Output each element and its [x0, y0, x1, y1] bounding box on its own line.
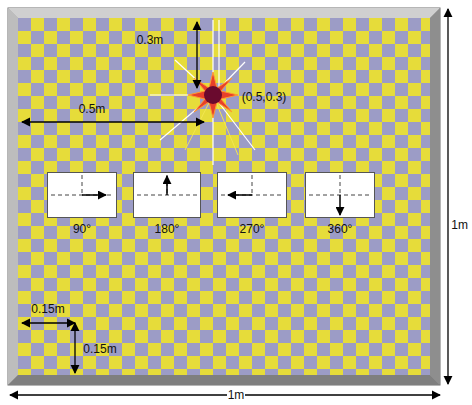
- frame-bevel: [430, 8, 440, 385]
- arena-frame: [8, 8, 440, 385]
- angle-label: 360°: [305, 222, 375, 236]
- light-source: [204, 86, 222, 104]
- checkerboard-floor: [18, 18, 430, 375]
- dimension-label: 1m: [227, 388, 246, 402]
- light-star: [188, 72, 238, 118]
- angle-label: 180°: [133, 222, 201, 236]
- dimension-label: 0.15m: [82, 342, 117, 356]
- dimension-arrows: [10, 9, 448, 395]
- target-card: 360°: [305, 172, 375, 236]
- card-guides: [51, 175, 113, 195]
- target-card: 90°: [47, 172, 117, 236]
- direction-arrow: [82, 194, 106, 196]
- card-rect: [48, 173, 117, 218]
- card-outline: [133, 172, 201, 218]
- light-rays: [150, 20, 255, 165]
- dimension-label: 0.15m: [30, 302, 65, 316]
- direction-arrow: [339, 195, 341, 215]
- angle-label: 270°: [217, 222, 287, 236]
- frame-bevel: [8, 8, 18, 385]
- dimension-label: 0.5m: [78, 102, 107, 116]
- card-rect: [218, 173, 287, 218]
- dimension-label: 0.3m: [136, 33, 165, 47]
- card-rect: [134, 173, 201, 218]
- card-guides: [221, 175, 283, 195]
- target-card: 270°: [217, 172, 287, 236]
- card-rect: [306, 173, 375, 218]
- card-outline: [305, 172, 375, 218]
- target-card: 180°: [133, 172, 201, 236]
- coordinate-label: (0.5,0.3): [241, 90, 288, 104]
- card-guides: [137, 175, 197, 195]
- angle-label: 90°: [47, 222, 117, 236]
- frame-bevel: [8, 375, 440, 385]
- dimension-label: 1m: [450, 218, 469, 232]
- direction-arrow: [166, 176, 168, 195]
- card-guides: [309, 175, 371, 195]
- direction-arrow: [228, 194, 252, 196]
- card-outline: [217, 172, 287, 218]
- frame-bevel: [8, 8, 440, 18]
- card-outline: [47, 172, 117, 218]
